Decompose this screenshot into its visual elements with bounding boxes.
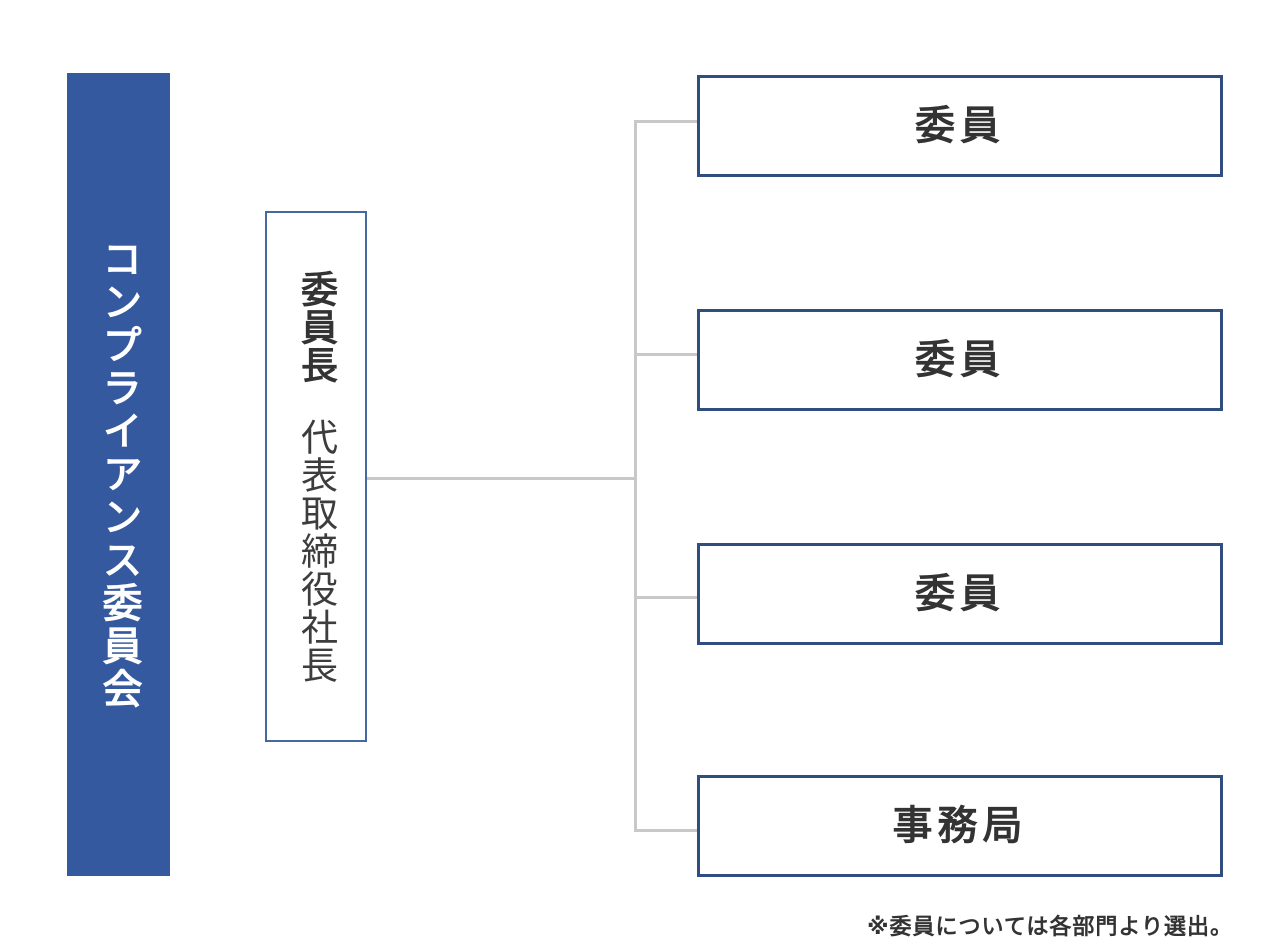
secretariat-box-label: 事務局 [892, 803, 1028, 849]
member-box-1-label: 委員 [915, 103, 1005, 149]
connector-chairman-to-trunk [366, 477, 636, 480]
member-box-2-label: 委員 [915, 337, 1005, 383]
connector-branch-secretariat [634, 829, 697, 832]
footnote: ※委員については各部門より選出。 [867, 915, 1233, 940]
chairman-box: 委員長代表取締役社長 [265, 211, 367, 742]
connector-trunk-line [634, 120, 637, 832]
chairman-box-text: 委員長代表取締役社長 [294, 269, 338, 684]
committee-banner-label: コンプライアンス委員会 [95, 238, 142, 711]
connector-branch-member-1 [634, 120, 697, 123]
committee-banner: コンプライアンス委員会 [67, 73, 170, 876]
chairman-subtitle: 代表取締役社長 [294, 417, 338, 684]
member-box-3-label: 委員 [915, 571, 1005, 617]
member-box-1: 委員 [697, 75, 1223, 177]
connector-branch-member-3 [634, 596, 697, 599]
vertical-text-gap [315, 384, 316, 418]
member-box-3: 委員 [697, 543, 1223, 645]
connector-branch-member-2 [634, 353, 697, 356]
member-box-2: 委員 [697, 309, 1223, 411]
secretariat-box: 事務局 [697, 775, 1223, 877]
chairman-title: 委員長 [294, 269, 338, 384]
